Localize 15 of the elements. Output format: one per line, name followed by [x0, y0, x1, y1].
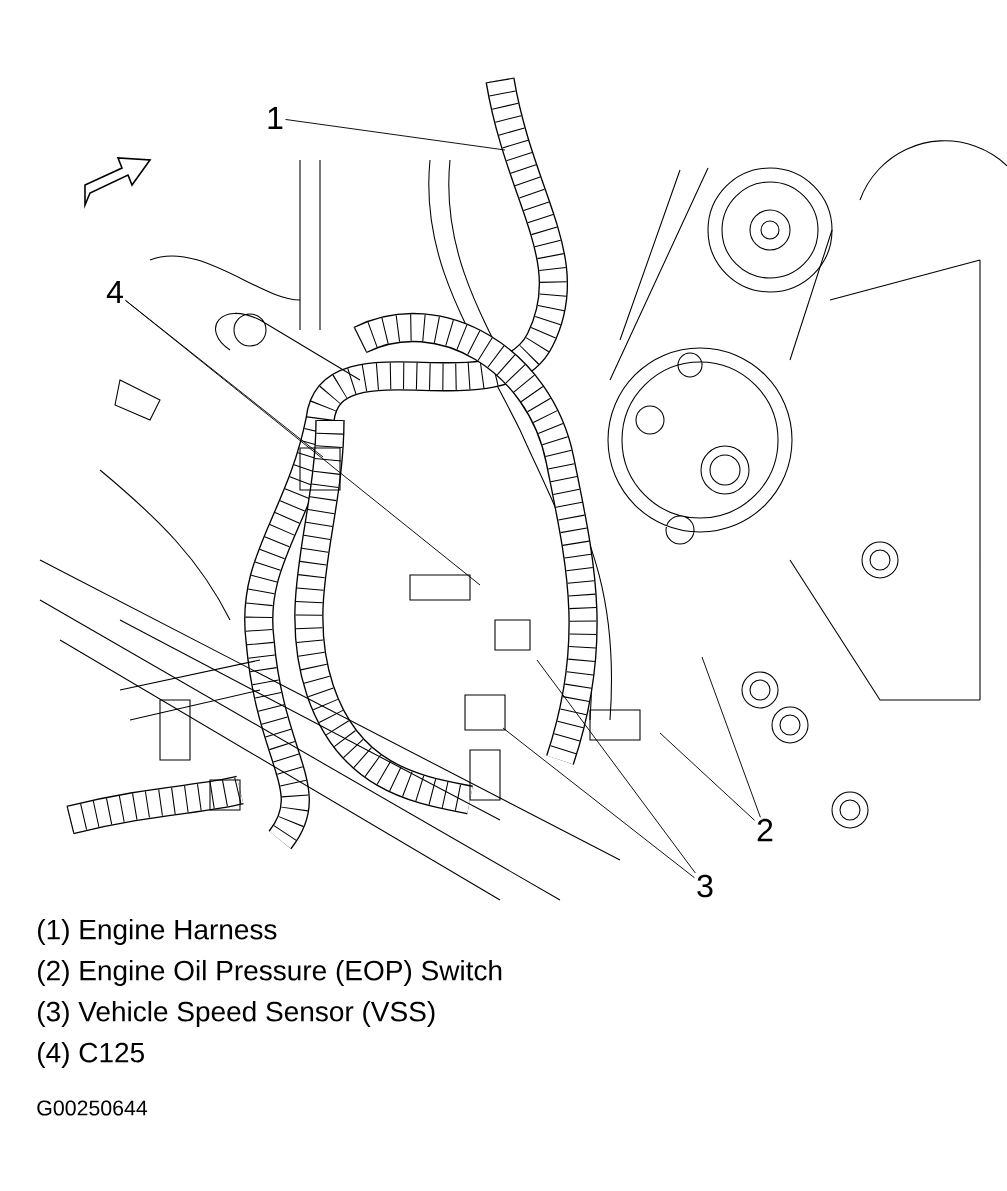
- leader-line: [285, 119, 506, 151]
- figure-code: G00250644: [37, 1100, 148, 1116]
- callout-number: 3: [694, 873, 716, 899]
- callout-number: 2: [754, 817, 776, 843]
- callout-number: 1: [264, 105, 286, 131]
- callout-number: 4: [104, 279, 126, 305]
- legend-text: (2) Engine Oil Pressure (EOP) Switch: [38, 959, 502, 987]
- legend-text: (1) Engine Harness: [38, 918, 277, 946]
- leader-line: [502, 727, 695, 879]
- legend-text: (3) Vehicle Speed Sensor (VSS): [38, 1000, 435, 1028]
- legend-text: (4) C125: [38, 1041, 144, 1069]
- leader-line: [125, 299, 481, 586]
- leader-line: [536, 659, 696, 874]
- leader-line: [659, 732, 755, 821]
- leader-line: [701, 656, 761, 818]
